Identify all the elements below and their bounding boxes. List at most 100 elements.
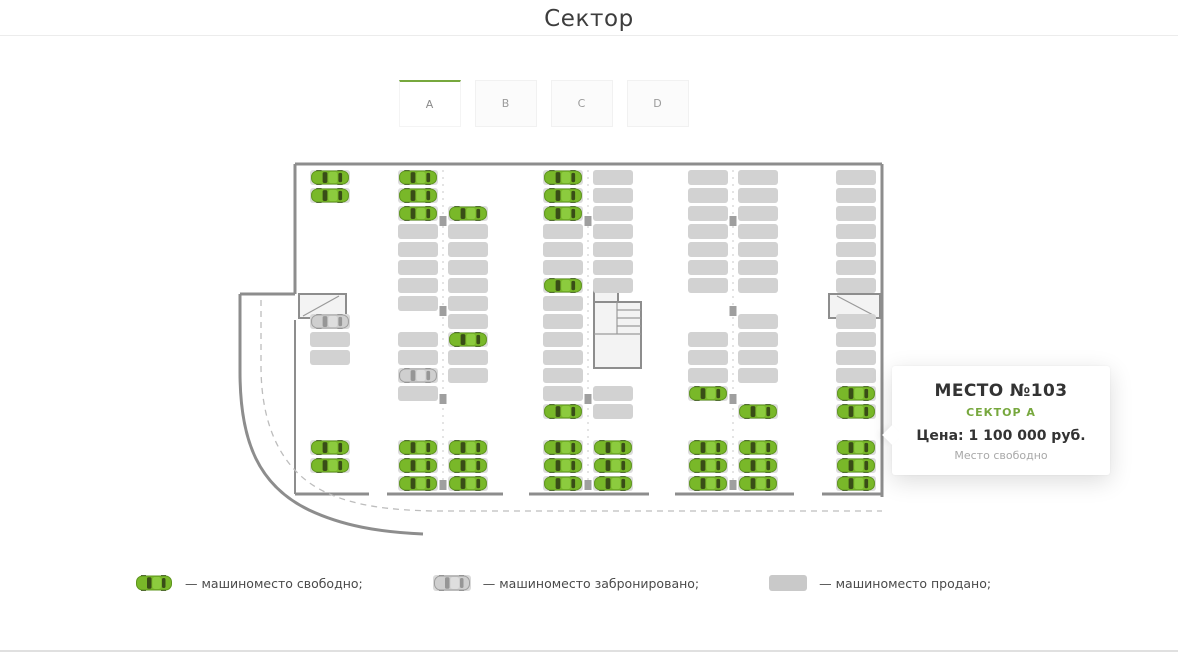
parking-spot-free[interactable] [448,458,488,473]
parking-spot-sold [688,350,728,365]
parking-spot-free[interactable] [593,476,633,491]
parking-spot-sold [738,332,778,347]
parking-spot-booked[interactable] [310,314,350,329]
parking-spot-free[interactable] [543,188,583,203]
parking-spot-sold [398,260,438,275]
parking-spot-free[interactable] [836,440,876,455]
parking-spot-sold [593,278,633,293]
parking-spot-sold [836,188,876,203]
parking-spot-sold [593,206,633,221]
parking-spot-free[interactable] [398,476,438,491]
car-top-icon [544,476,582,491]
car-top-icon [837,476,875,491]
parking-spot-sold [398,350,438,365]
parking-spot-free[interactable] [448,332,488,347]
parking-spot-free[interactable] [836,404,876,419]
car-top-icon [399,458,437,473]
car-top-icon [311,440,349,455]
parking-spot-free[interactable] [543,440,583,455]
parking-spot-free[interactable] [593,458,633,473]
parking-spot-sold [738,350,778,365]
parking-spot-free[interactable] [688,386,728,401]
parking-spot-sold [738,242,778,257]
parking-spot-free[interactable] [593,440,633,455]
car-top-icon [544,206,582,221]
parking-spot-sold [688,206,728,221]
parking-spot-sold [448,314,488,329]
parking-spot-free[interactable] [398,206,438,221]
parking-spot-free[interactable] [398,458,438,473]
parking-spot-sold [593,188,633,203]
parking-spot-sold [593,404,633,419]
car-free-icon [135,575,173,591]
car-top-icon [311,188,349,203]
parking-spot-sold [543,368,583,383]
parking-spot-free[interactable] [310,440,350,455]
parking-spot-free[interactable] [310,170,350,185]
parking-spot-free[interactable] [543,206,583,221]
parking-spot-free[interactable] [688,476,728,491]
parking-spot-free[interactable] [738,404,778,419]
parking-spot-free[interactable] [310,188,350,203]
parking-spot-free[interactable] [836,476,876,491]
parking-spot-sold [836,242,876,257]
plan-spots-layer [237,160,885,540]
tab-a[interactable]: A [399,80,461,127]
parking-spot-sold [543,296,583,311]
parking-spot-sold [543,350,583,365]
parking-spot-sold [543,224,583,239]
car-top-icon [311,458,349,473]
car-top-icon [594,476,632,491]
parking-spot-sold [738,224,778,239]
parking-spot-sold [836,368,876,383]
parking-spot-free[interactable] [398,440,438,455]
parking-spot-sold [738,206,778,221]
parking-spot-free[interactable] [738,476,778,491]
parking-spot-free[interactable] [543,278,583,293]
parking-spot-free[interactable] [398,188,438,203]
car-top-icon [689,440,727,455]
car-top-icon [399,440,437,455]
parking-spot-sold [688,170,728,185]
parking-spot-free[interactable] [688,458,728,473]
car-top-icon [449,476,487,491]
parking-spot-free[interactable] [398,170,438,185]
parking-spot-booked[interactable] [398,368,438,383]
tab-b[interactable]: B [475,80,537,127]
car-top-icon [311,314,349,329]
car-top-icon [837,458,875,473]
parking-spot-sold [448,260,488,275]
tooltip-price: Цена: 1 100 000 руб. [916,428,1086,444]
parking-spot-sold [398,332,438,347]
parking-spot-free[interactable] [688,440,728,455]
parking-spot-sold [688,332,728,347]
parking-spot-free[interactable] [448,476,488,491]
tooltip-sector: СЕКТОР А [966,406,1036,419]
parking-spot-free[interactable] [836,458,876,473]
tab-d[interactable]: D [627,80,689,127]
parking-spot-free[interactable] [738,458,778,473]
parking-spot-sold [688,242,728,257]
car-top-icon [449,332,487,347]
parking-spot-sold [543,332,583,347]
parking-plan: МЕСТО №103 СЕКТОР А Цена: 1 100 000 руб.… [237,160,1110,540]
car-top-icon [449,458,487,473]
parking-spot-free[interactable] [448,440,488,455]
parking-spot-sold [448,242,488,257]
parking-spot-free[interactable] [310,458,350,473]
legend-item-car-booked: — машиноместо забронировано; [432,575,699,591]
parking-spot-free[interactable] [543,404,583,419]
parking-spot-free[interactable] [543,476,583,491]
parking-spot-free[interactable] [543,170,583,185]
parking-spot-sold [738,188,778,203]
legend-label: — машиноместо продано; [819,575,992,591]
parking-spot-free[interactable] [738,440,778,455]
parking-spot-free[interactable] [836,386,876,401]
car-top-icon [739,458,777,473]
parking-spot-free[interactable] [448,206,488,221]
tab-c[interactable]: C [551,80,613,127]
parking-spot-sold [593,242,633,257]
parking-spot-free[interactable] [543,458,583,473]
footer-divider [0,650,1178,652]
